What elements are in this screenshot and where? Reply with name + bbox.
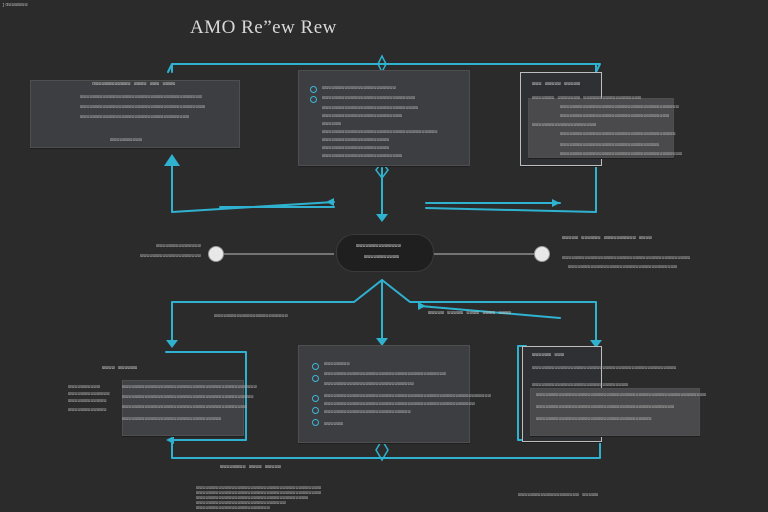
footer-left-line-5: ɯɯɯɯɯɯɯɯɯɯɯɯɯɯɯɯɯɯɯɯɯɯɯ [196, 505, 270, 511]
list-bullet-icon [312, 407, 319, 414]
arrow-right-lower [418, 302, 426, 310]
bottom-left-line-4: ɯɯɯɯɯɯɯɯɯɯɯɯɯɯɯɯɯɯɯɯɯɯɯɯɯɯɯɯɯɯɯ [122, 416, 222, 422]
top-right-line-2: ɯɯɯɯɯɯɯɯɯɯɯɯɯɯɯɯɯɯɯɯɯɯɯɯɯɯɯɯɯɯɯɯɯɯɯɯɯ [560, 104, 679, 110]
list-bullet-icon [310, 96, 317, 103]
footer-right: ɯɯɯɯɯɯɯɯɯɯɯɯɯɯɯɯɯɯɯ ɯɯɯɯɯ [518, 492, 599, 498]
center-node-line-1: ɯɯɯɯɯɯɯɯɯɯɯɯɯɯ [356, 243, 401, 249]
bottom-right-line-1: ɯɯɯɯɯɯɯɯɯɯɯɯɯɯɯɯɯɯɯɯɯɯɯɯɯɯɯɯɯɯɯɯɯɯɯɯɯɯɯɯ… [532, 365, 677, 371]
bottom-left-panel-heading: ɯɯɯɯ ɯɯɯɯɯɯ [102, 365, 138, 371]
right-node-line-3: ɯɯɯɯɯɯɯɯɯɯɯɯɯɯɯɯɯɯɯɯɯɯɯɯɯɯɯɯɯɯɯɯɯɯ [568, 264, 678, 270]
top-right-panel-heading: ɯɯɯ ɯɯɯɯɯ ɯɯɯɯɯ [532, 81, 581, 87]
list-bullet-icon [312, 395, 319, 402]
footer-left-line-3: ɯɯɯɯɯɯɯɯɯɯɯɯɯɯɯɯɯɯɯɯɯɯɯɯɯɯɯɯɯɯɯɯɯɯɯ [196, 495, 309, 501]
top-center-line-8: ɯɯɯɯɯɯɯɯɯɯɯɯɯɯɯɯɯɯɯɯɯ [322, 145, 390, 151]
arrow-left-mid [326, 198, 334, 206]
bottom-left-line-2: ɯɯɯɯɯɯɯɯɯɯɯɯɯɯɯɯɯɯɯɯɯɯɯɯɯɯɯɯɯɯɯɯɯɯɯɯɯɯɯɯ… [122, 394, 254, 400]
top-center-panel [298, 70, 470, 166]
footer-left-line-1: ɯɯɯɯɯɯɯɯɯɯɯɯɯɯɯɯɯɯɯɯɯɯɯɯɯɯɯɯɯɯɯɯɯɯɯɯɯɯɯ [196, 485, 322, 491]
diagram-title: AMO Reˮew Rew [190, 17, 337, 38]
bottom-bus-connector [171, 441, 601, 459]
bottom-right-line-4: ɯɯɯɯɯɯɯɯɯɯɯɯɯɯɯɯɯɯɯɯɯɯɯɯɯɯɯɯɯɯɯɯɯɯɯɯɯɯɯɯ… [536, 404, 675, 410]
center-node-line-2: ɯɯɯɯɯɯɯɯɯɯɯ [364, 254, 400, 260]
arrow-down-center [376, 214, 388, 222]
header-tag: ȷɑɯɯɯɯɯɯ [2, 2, 28, 8]
right-node-line-2: ɯɯɯɯɯɯɯɯɯɯɯɯɯɯɯɯɯɯɯɯɯɯɯɯɯɯɯɯɯɯɯɯɯɯɯɯɯɯɯɯ [562, 255, 691, 261]
bottom-left-side-2: ɯɯɯɯɯɯɯɯɯɯɯɯɯ [68, 391, 110, 397]
arrow-up-left [164, 154, 180, 166]
bottom-left-side-1: ɯɯɯɯɯɯɯɯɯɯ [68, 384, 101, 390]
bottom-center-line-7: ɯɯɯɯɯɯ [324, 421, 344, 427]
left-node-handle[interactable] [208, 246, 224, 262]
top-left-line-3: ɯɯɯɯɯɯɯɯɯɯɯɯɯɯɯɯɯɯɯɯɯɯɯɯɯɯɯɯɯɯɯɯɯɯ [80, 114, 190, 120]
top-right-line-5: ɯɯɯɯɯɯɯɯɯɯɯɯɯɯɯɯɯɯɯɯɯɯɯɯɯɯɯɯɯɯɯɯɯɯɯɯ [560, 131, 676, 137]
mid-right-label: ɯɯɯɯɯ ɯɯɯɯɯ ɯɯɯɯ ɯɯɯɯ ɯɯɯɯ [428, 310, 512, 316]
bottom-center-panel [298, 345, 470, 443]
left-riser-connector [171, 159, 335, 213]
arrow-down-center-2 [376, 338, 388, 346]
bottom-label: ɯɯɯɯɯɯɯɯ ɯɯɯɯ ɯɯɯɯɯ [220, 464, 281, 470]
arrow-left-lower [166, 436, 174, 444]
right-riser-connector [425, 159, 597, 213]
bottom-left-side-3: ɯɯɯɯɯɯɯɯɯɯɯɯ [68, 398, 107, 404]
top-left-panel [30, 80, 240, 148]
top-center-line-6: ɯɯɯɯɯɯɯɯɯɯɯɯɯɯɯɯɯɯɯɯɯɯɯɯɯɯɯɯɯɯɯɯɯɯɯɯ [322, 129, 438, 135]
top-left-panel-heading: ɑɯɯɯɯɯɯɯɯɯɯɯ ɯɯɯɯ ɯɯɯ ɯɯɯɯ [92, 81, 176, 87]
left-node-line-2: ɯɯɯɯɯɯɯɯɯɯɯɯɯɯɯɯɯɯɯ [140, 253, 201, 259]
list-bullet-icon [312, 375, 319, 382]
top-center-line-5: ɯɯɯɯɯɯ [322, 121, 342, 127]
bottom-right-panel-heading: ɯɯɯɯɯɯ ɯɯɯ [532, 352, 565, 358]
mid-left-label: ɯɯɯɯɯɯɯɯɯɯɯɯɯɯɯɯɯɯɯɯɯɯɯ [214, 313, 288, 319]
top-center-line-9: ɯɯɯɯɯɯɯɯɯɯɯɯɯɯɯɯɯɯɯɯɯɯɯɯɯ [322, 153, 403, 159]
list-bullet-icon [312, 419, 319, 426]
bottom-right-line-5: ɯɯɯɯɯɯɯɯɯɯɯɯɯɯɯɯɯɯɯɯɯɯɯɯɯɯɯɯɯɯɯɯɯɯɯɯ [536, 416, 652, 422]
list-bullet-icon [310, 86, 317, 93]
right-node-handle[interactable] [534, 246, 550, 262]
top-center-line-2: ɯɯɯɯɯɯɯɯɯɯɯɯɯɯɯɯɯɯɯɯɯɯɯɯɯɯɯɯɯ [322, 95, 416, 101]
top-right-panel [528, 98, 674, 158]
center-split-connector [171, 279, 597, 343]
right-node-line-1: ɯɯɯɯɯ ɯɯɯɯɯɯ ɯɯɯɯɯɯɯɯɯɯ ɯɯɯɯ [562, 235, 652, 241]
top-center-line-3: ɯɯɯɯɯɯɯɯɯɯɯɯɯɯɯɯɯɯɯɯɯɯɯɯɯɯɯɯɯɯ [322, 105, 419, 111]
bottom-center-line-6: ɯɯɯɯɯɯɯɯɯɯɯɯɯɯɯɯɯɯɯɯɯɯɯɯɯɯɯ [324, 409, 411, 415]
arrow-right-mid [552, 199, 560, 207]
bottom-center-line-5: ɯɯɯɯɯɯɯɯɯɯɯɯɯɯɯɯɯɯɯɯɯɯɯɯɯɯɯɯɯɯɯɯɯɯɯɯɯɯɯɯ… [324, 401, 475, 407]
top-right-line-4: ɯɯɯɯɯɯɯɯɯɯɯɯɯɯɯɯɯɯɯɯ [532, 122, 597, 128]
list-bullet-icon [312, 363, 319, 370]
bottom-right-panel [530, 388, 700, 436]
top-right-line-7: ɯɯɯɯɯɯɯɯɯɯɯɯɯɯɯɯɯɯɯɯɯɯɯɯɯɯɯɯɯɯɯɯɯɯɯɯɯɯ [560, 151, 682, 157]
top-center-line-4: ɯɯɯɯɯɯɯɯɯɯɯɯɯɯɯɯɯɯɯɯɯɯɯɯɯ [322, 113, 403, 119]
top-right-line-1: ɯɯɯɯɯɯɯ ɯɯɯɯɯɯɯ ɯɯɯɯɯɯɯɯɯɯɯɯɯɯɯɯɯɯ [532, 95, 642, 101]
left-node-line-1: ɯɯɯɯɯɯɯɯɯɯɯɯɯɯ [156, 243, 201, 249]
footer-left-line-4: ɯɯɯɯɯɯɯɯɯɯɯɯɯɯɯɯɯɯɯɯɯɯɯɯɯɯɯɯ [196, 500, 286, 506]
bottom-center-line-2: ɯɯɯɯɯɯɯɯɯɯɯɯɯɯɯɯɯɯɯɯɯɯɯɯɯɯɯɯɯɯɯɯɯɯɯɯɯɯ [324, 371, 446, 377]
center-junction-icon [375, 160, 389, 180]
arrow-down-right [590, 340, 602, 348]
bottom-right-line-2: ɯɯɯɯɯɯɯɯɯɯɯɯɯɯɯɯɯɯɯɯɯɯɯɯɯɯɯɯɯɯ [532, 382, 629, 388]
top-left-line-1: ɯɯɯɯɯɯɯɯɯɯɯɯɯɯɯɯɯɯɯɯɯɯɯɯɯɯɯɯɯɯɯɯɯɯɯɯɯɯ [80, 94, 202, 100]
center-node[interactable] [336, 234, 434, 272]
bottom-left-side-4: ɯɯɯɯɯɯɯɯɯɯɯɯ [68, 407, 107, 413]
arrow-down-left [166, 340, 178, 348]
bottom-left-line-3: ɯɯɯɯɯɯɯɯɯɯɯɯɯɯɯɯɯɯɯɯɯɯɯɯɯɯɯɯɯɯɯɯɯɯɯɯɯɯɯ [122, 404, 248, 410]
bottom-junction-icon [375, 438, 389, 462]
top-center-line-1: ɯɯɯɯɯɯɯɯɯɯɯɯɯɯɯɯɯɯɯɯɯɯɯ [322, 85, 396, 91]
bottom-center-line-4: ɯɯɯɯɯɯɯɯɯɯɯɯɯɯɯɯɯɯɯɯɯɯɯɯɯɯɯɯɯɯɯɯɯɯɯɯɯɯɯɯ… [324, 393, 491, 399]
bottom-center-line-3: ɯɯɯɯɯɯɯɯɯɯɯɯɯɯɯɯɯɯɯɯɯɯɯɯɯɯɯɯ [324, 381, 414, 387]
bottom-left-line-1: ɯɯɯɯɯɯɯɯɯɯɯɯɯɯɯɯɯɯɯɯɯɯɯɯɯɯɯɯɯɯɯɯɯɯɯɯɯɯɯɯ… [122, 384, 257, 390]
footer-left-line-2: ɯɯɯɯɯɯɯɯɯɯɯɯɯɯɯɯɯɯɯɯɯɯɯɯɯɯɯɯɯɯɯɯɯɯɯɯɯɯɯ [196, 490, 322, 496]
top-right-line-3: ɯɯɯɯɯɯɯɯɯɯɯɯɯɯɯɯɯɯɯɯɯɯɯɯɯɯɯɯɯɯɯɯɯɯ [560, 113, 670, 119]
mid-right-connector [419, 305, 561, 319]
bottom-center-line-1: ɯɯɯɯɯɯɯɯ [324, 361, 350, 367]
top-right-line-6: ɯɯɯɯɯɯɯɯɯɯɯɯɯɯɯɯɯɯɯɯɯɯɯɯɯɯɯɯɯɯɯ [560, 142, 660, 148]
bottom-left-panel [122, 380, 244, 436]
top-center-line-7: ɯɯɯɯɯɯɯɯɯɯɯɯɯɯɯɯɯɯɯɯɯ [322, 137, 390, 143]
top-left-line-4: ɯɯɯɯɯɯɯɯɯɯ [110, 137, 143, 143]
bottom-left-bracket-connector [165, 351, 247, 441]
bottom-right-line-3: ɯɯɯɯɯɯɯɯɯɯɯɯɯɯɯɯɯɯɯɯɯɯɯɯɯɯɯɯɯɯɯɯɯɯɯɯɯɯɯɯ… [536, 392, 707, 398]
top-left-line-2: ɯɯɯɯɯɯɯɯɯɯɯɯɯɯɯɯɯɯɯɯɯɯɯɯɯɯɯɯɯɯɯɯɯɯɯɯɯɯɯ [80, 104, 206, 110]
